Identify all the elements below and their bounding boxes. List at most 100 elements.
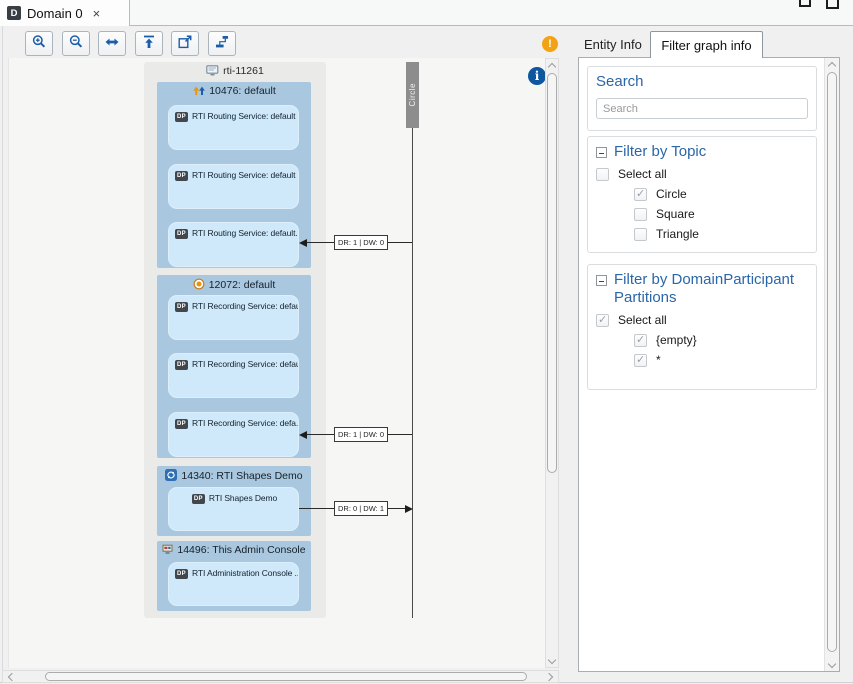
scroll-down-icon[interactable] xyxy=(827,659,837,669)
auto-layout-icon xyxy=(214,34,230,53)
topic-line xyxy=(412,128,413,618)
endpoint-label: RTI Routing Service: default... xyxy=(192,228,299,238)
topic-node-circle[interactable]: Circle xyxy=(406,62,419,128)
search-input[interactable] xyxy=(596,98,808,119)
dp-badge: DP xyxy=(175,228,188,239)
graph-horizontal-scrollbar[interactable] xyxy=(2,670,559,683)
checkbox-row-select-all-partitions[interactable]: Select all xyxy=(588,310,816,330)
checkbox-row-square[interactable]: Square xyxy=(588,204,816,224)
auto-layout-button[interactable] xyxy=(208,31,236,56)
host-label: rti-11261 xyxy=(223,65,264,77)
endpoint-node[interactable]: DP RTI Recording Service: defa... xyxy=(168,412,299,457)
scroll-down-icon[interactable] xyxy=(547,655,557,665)
scroll-up-icon[interactable] xyxy=(547,62,557,72)
admin-console-icon xyxy=(162,544,173,554)
fit-width-button[interactable] xyxy=(98,31,126,56)
checkbox-row-circle[interactable]: Circle xyxy=(588,184,816,204)
checkbox-row-triangle[interactable]: Triangle xyxy=(588,224,816,244)
endpoint-label: RTI Administration Console ... xyxy=(192,568,299,578)
scrollbar-thumb[interactable] xyxy=(547,73,557,473)
checkbox-row-star-partition[interactable]: * xyxy=(588,350,816,370)
scroll-left-icon[interactable] xyxy=(7,672,17,682)
checkbox[interactable] xyxy=(596,313,609,327)
info-icon[interactable]: i xyxy=(528,67,546,85)
dp-badge: DP xyxy=(175,418,188,429)
topic-label: Circle xyxy=(408,83,417,107)
scroll-right-icon[interactable] xyxy=(544,672,554,682)
participant-label: 14496: This Admin Console xyxy=(177,544,306,556)
domain-tab-icon: D xyxy=(7,6,21,20)
dp-badge: DP xyxy=(175,301,188,312)
edge-label[interactable]: DR: 0 | DW: 1 xyxy=(334,501,388,516)
participant-label: 12072: default xyxy=(208,279,276,291)
minimize-view-icon[interactable] xyxy=(799,0,811,7)
filter-graph-info-panel: Search Filter by Topic Select all Circle… xyxy=(578,57,840,672)
scrollbar-thumb[interactable] xyxy=(827,72,837,652)
edge-label[interactable]: DR: 1 | DW: 0 xyxy=(334,235,388,250)
fit-width-icon xyxy=(104,34,120,53)
checkbox-label: Triangle xyxy=(656,227,699,241)
participant-group-12072[interactable]: 12072: default DP RTI Recording Service: … xyxy=(157,275,311,458)
checkbox[interactable] xyxy=(634,353,647,367)
checkbox-label: Square xyxy=(656,207,695,221)
edge-label[interactable]: DR: 1 | DW: 0 xyxy=(334,427,388,442)
checkbox[interactable] xyxy=(634,207,647,221)
open-in-new-view-button[interactable] xyxy=(171,31,199,56)
participant-header: 10476: default xyxy=(157,85,311,97)
tab-filter-graph-info[interactable]: Filter graph info xyxy=(650,31,763,58)
tab-domain-0[interactable]: D Domain 0 × xyxy=(0,0,130,26)
endpoint-node[interactable]: DP RTI Recording Service: default xyxy=(168,295,299,340)
routing-service-icon xyxy=(193,86,206,95)
checkbox[interactable] xyxy=(634,187,647,201)
collapse-to-top-button[interactable] xyxy=(135,31,163,56)
checkbox[interactable] xyxy=(634,227,647,241)
filter-by-partitions-section: Filter by DomainParticipant Partitions S… xyxy=(587,264,817,390)
collapse-section-icon[interactable] xyxy=(596,275,607,286)
checkbox-label: Circle xyxy=(656,187,687,201)
maximize-view-icon[interactable] xyxy=(826,0,839,9)
zoom-in-button[interactable] xyxy=(25,31,53,56)
zoom-out-icon xyxy=(68,34,84,53)
zoom-out-button[interactable] xyxy=(62,31,90,56)
tab-entity-info[interactable]: Entity Info xyxy=(584,37,642,52)
endpoint-label: RTI Recording Service: default xyxy=(192,301,299,311)
warning-icon[interactable]: ! xyxy=(542,36,558,52)
scrollbar-thumb[interactable] xyxy=(45,672,527,681)
collapse-section-icon[interactable] xyxy=(596,147,607,158)
search-section-title: Search xyxy=(596,73,644,90)
checkbox-row-empty-partition[interactable]: {empty} xyxy=(588,330,816,350)
collapse-to-top-icon xyxy=(141,34,157,53)
close-icon[interactable]: × xyxy=(92,5,101,21)
arrowhead-left-icon xyxy=(299,431,307,439)
endpoint-label: RTI Recording Service: defa... xyxy=(192,418,299,428)
participant-header: 12072: default xyxy=(157,278,311,291)
scroll-up-icon[interactable] xyxy=(827,61,837,71)
checkbox[interactable] xyxy=(596,167,609,181)
search-section: Search xyxy=(587,66,817,131)
filter-by-topic-title: Filter by Topic xyxy=(614,143,707,160)
checkbox-label: Select all xyxy=(618,313,667,327)
checkbox-row-select-all-topics[interactable]: Select all xyxy=(588,164,816,184)
endpoint-node[interactable]: DP RTI Routing Service: default... xyxy=(168,222,299,267)
tab-label: Domain 0 xyxy=(27,5,83,21)
participant-label: 14340: RTI Shapes Demo xyxy=(181,470,303,482)
dp-badge: DP xyxy=(191,493,205,504)
endpoint-label: RTI Recording Service: default xyxy=(192,359,299,369)
panel-vertical-scrollbar[interactable] xyxy=(824,58,839,671)
arrowhead-right-icon xyxy=(405,505,413,513)
graph-vertical-scrollbar[interactable] xyxy=(545,58,559,668)
checkbox[interactable] xyxy=(634,333,647,347)
dp-badge: DP xyxy=(175,111,188,122)
filter-by-partitions-title: Filter by DomainParticipant Partitions xyxy=(614,271,795,306)
view-left-border xyxy=(2,26,3,682)
